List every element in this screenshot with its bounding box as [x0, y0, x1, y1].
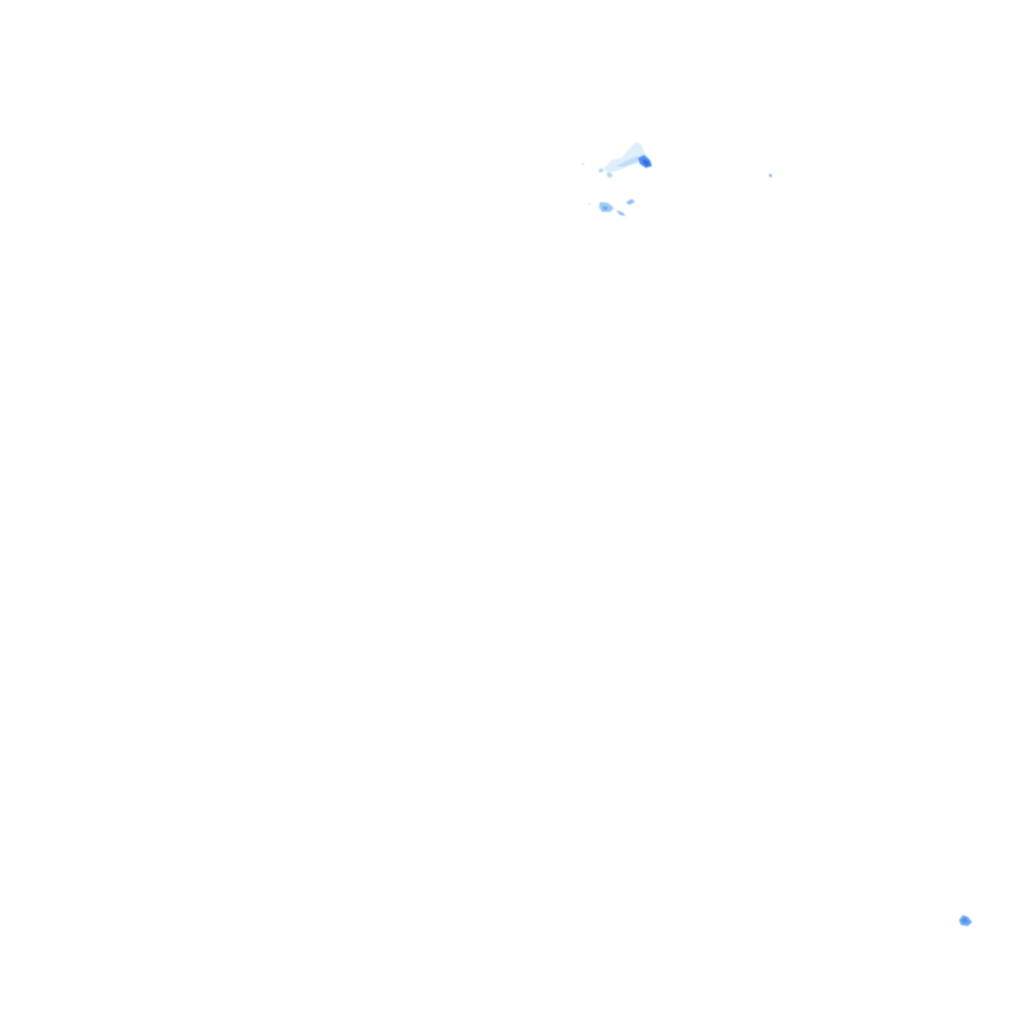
echo-cell-east-speck: [769, 174, 772, 177]
echo-cell-north-south: [588, 199, 635, 216]
echo-cell-southeast: [959, 915, 972, 926]
echo-cell-north-main: [582, 142, 648, 178]
echo-cell-north-core: [638, 155, 652, 168]
